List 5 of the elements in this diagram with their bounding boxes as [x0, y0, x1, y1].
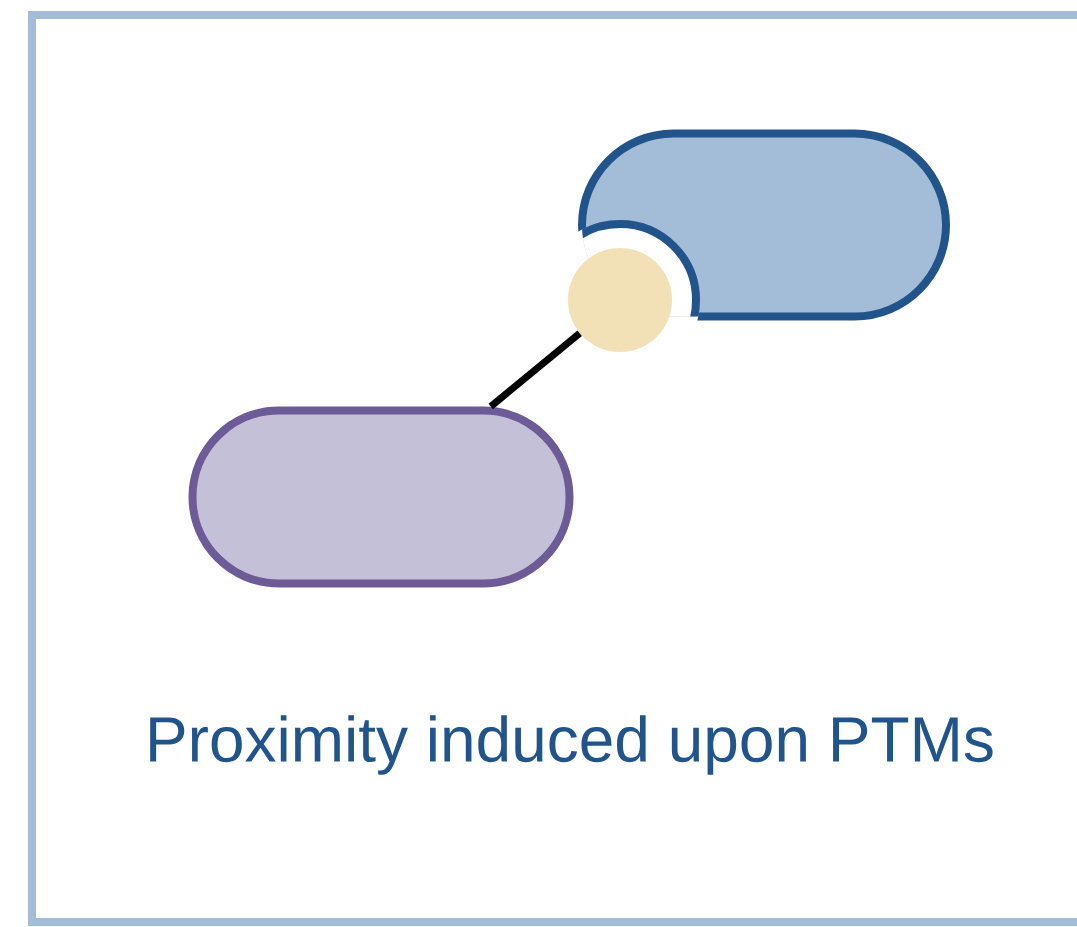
connector-line [488, 330, 582, 410]
caption-text: Proximity induced upon PTMs [150, 715, 993, 775]
circle-shape [568, 248, 672, 352]
pill-shape [188, 406, 574, 588]
pill-shape [578, 129, 950, 321]
